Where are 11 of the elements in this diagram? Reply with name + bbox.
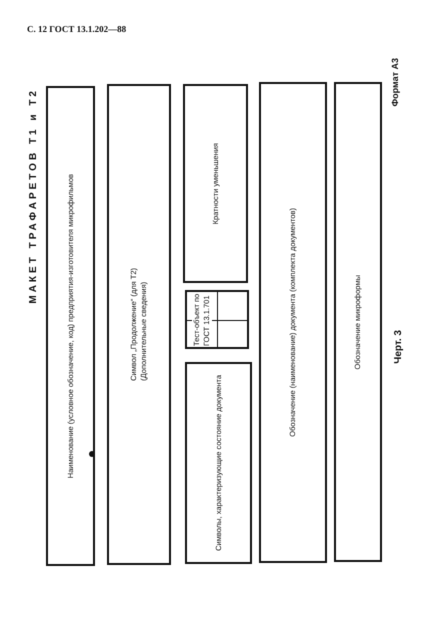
stencil-field: [185, 362, 252, 564]
stencil-field: [183, 84, 248, 283]
title: МАКЕТ ТРАФАРЕТОВ Т1 и Т2: [28, 88, 39, 304]
stencil-field: [334, 82, 382, 562]
format-note: Формат А3: [390, 58, 400, 107]
stencil-field: [259, 82, 327, 563]
test-object-field: [185, 290, 249, 349]
page-header: С. 12 ГОСТ 13.1.202—88: [27, 24, 126, 34]
stencil-field: [46, 86, 95, 566]
caption: Черт. 3: [393, 330, 404, 364]
stencil-field: [107, 84, 171, 565]
